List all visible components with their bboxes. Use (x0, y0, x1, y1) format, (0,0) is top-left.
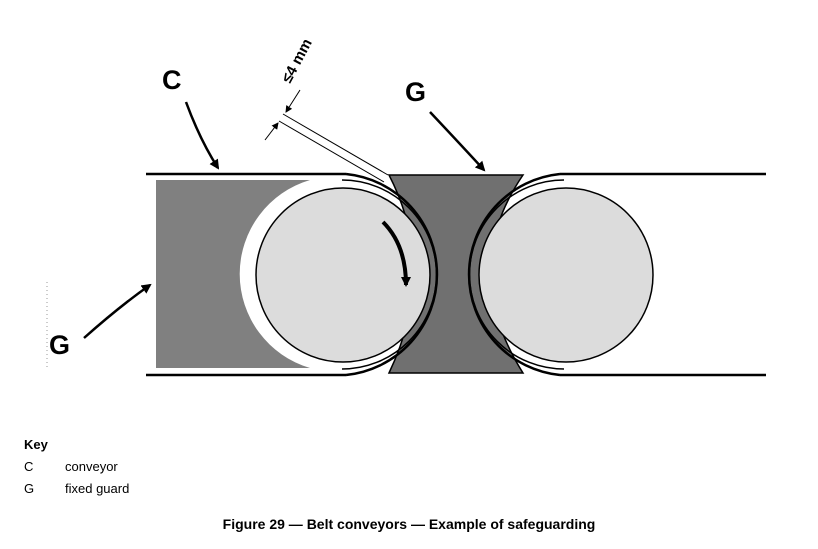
key-row: G fixed guard (24, 478, 129, 500)
gap-leader-1 (282, 113, 389, 176)
roller-right (478, 187, 654, 363)
belt-conveyor-diagram: ≤4 mm C G G (46, 36, 766, 377)
figure-caption: Figure 29 — Belt conveyors — Example of … (222, 516, 596, 532)
gap-leader-2 (278, 120, 385, 183)
key-title: Key (24, 437, 48, 452)
label-guard-top: G (405, 77, 426, 107)
key-symbol: G (24, 481, 35, 496)
belt-wrap-left-inner (341, 179, 438, 370)
gap-dimension-label: ≤4 mm (279, 36, 316, 86)
roller-left (255, 187, 431, 363)
gap-dimension-arrow-top (285, 89, 301, 113)
label-guard-left: G (49, 330, 70, 360)
label-conveyor: C (162, 65, 182, 95)
key-legend: Key C conveyor G fixed guard (24, 434, 129, 500)
gap-dimension-arrow-bottom (264, 122, 279, 141)
callout-arrow-conveyor (184, 101, 220, 170)
key-text: conveyor (65, 459, 118, 474)
rotation-arrow (381, 220, 411, 287)
callout-arrow-guard-left (83, 283, 152, 339)
key-row: C conveyor (24, 456, 129, 478)
key-symbol: C (24, 459, 34, 474)
callout-arrow-guard-top (429, 111, 486, 172)
left-fixed-guard (156, 180, 310, 368)
key-text: fixed guard (65, 481, 130, 496)
belt-wrap-right-inner (468, 179, 565, 370)
